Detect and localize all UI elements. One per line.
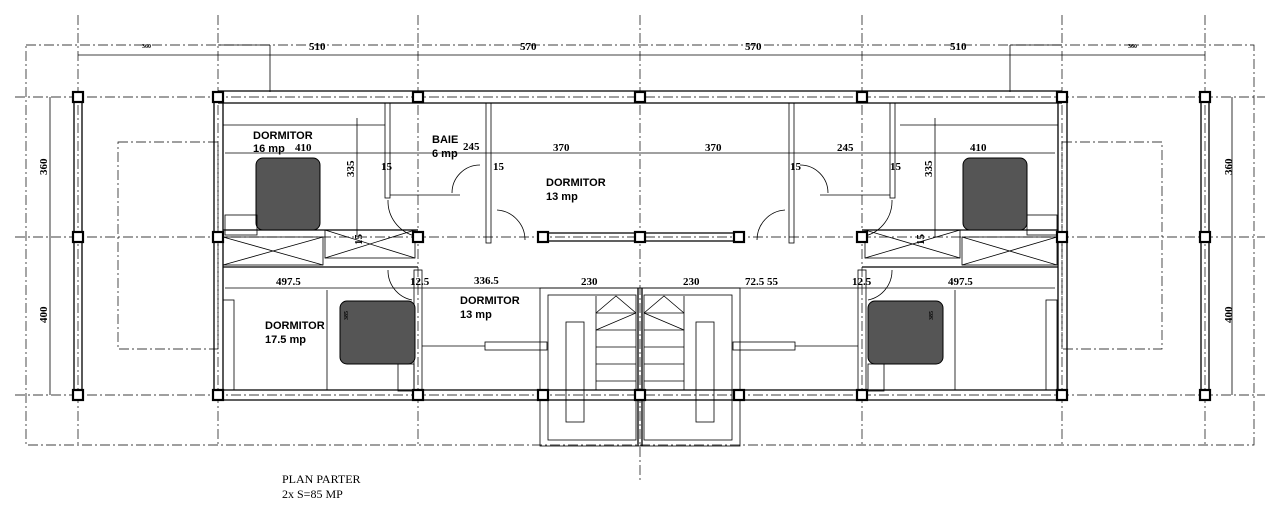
room-area: 16 mp bbox=[253, 143, 285, 155]
wardrobes bbox=[222, 229, 1058, 266]
dim-inner: 410 bbox=[970, 142, 987, 154]
dim-inner: 230 bbox=[581, 276, 598, 288]
dim-inner: 72.5 55 bbox=[745, 276, 779, 288]
dim-right: 360 bbox=[1223, 158, 1235, 175]
dim-inner: 15 bbox=[915, 234, 927, 246]
structural-columns bbox=[71, 90, 1212, 402]
room-area: 6 mp bbox=[432, 148, 458, 160]
dim-inner: 385 bbox=[344, 311, 350, 320]
dim-inner: 335 bbox=[345, 160, 357, 177]
room-area: 13 mp bbox=[546, 191, 578, 203]
room-area: 13 mp bbox=[460, 309, 492, 321]
dim-inner: 410 bbox=[295, 142, 312, 154]
dim-inner: 15 bbox=[890, 161, 902, 173]
dim-top: 360 bbox=[1128, 44, 1137, 50]
beds bbox=[224, 157, 1058, 392]
dim-inner: 15 bbox=[790, 161, 802, 173]
staircase bbox=[539, 287, 741, 447]
dim-inner: 497.5 bbox=[276, 276, 301, 288]
doors bbox=[387, 164, 893, 301]
plan-title: PLAN PARTER bbox=[282, 472, 361, 486]
bed-icon bbox=[255, 157, 321, 231]
plan-area: 2x S=85 MP bbox=[282, 487, 343, 501]
dim-inner: 15 bbox=[493, 161, 505, 173]
room-name: DORMITOR bbox=[460, 295, 520, 307]
grid-axes bbox=[15, 15, 1265, 480]
dim-left: 400 bbox=[38, 306, 50, 323]
bed-icon bbox=[962, 157, 1028, 231]
dim-top: 510 bbox=[309, 41, 326, 53]
dim-inner: 335 bbox=[923, 160, 935, 177]
room-labels: DORMITOR 16 mp BAIE 6 mp DORMITOR 13 mp … bbox=[253, 130, 606, 346]
dim-inner: 230 bbox=[683, 276, 700, 288]
dim-inner: 497.5 bbox=[948, 276, 973, 288]
dim-inner: 385 bbox=[929, 311, 935, 320]
room-name: DORMITOR bbox=[546, 177, 606, 189]
dim-right: 400 bbox=[1223, 306, 1235, 323]
dim-top: 570 bbox=[745, 41, 762, 53]
dim-inner: 245 bbox=[837, 142, 854, 154]
room-name: DORMITOR bbox=[265, 320, 325, 332]
dim-top: 510 bbox=[950, 41, 967, 53]
dim-inner: 245 bbox=[463, 141, 480, 153]
dim-inner: 12.5 bbox=[852, 276, 872, 288]
dim-inner: 15 bbox=[353, 234, 365, 246]
dim-inner: 15 bbox=[381, 161, 393, 173]
room-name: DORMITOR bbox=[253, 130, 313, 142]
dim-inner: 336.5 bbox=[474, 275, 499, 287]
dim-inner: 370 bbox=[705, 142, 722, 154]
room-name: BAIE bbox=[432, 134, 458, 146]
dim-inner: 12.5 bbox=[410, 276, 430, 288]
room-area: 17.5 mp bbox=[265, 334, 306, 346]
dimension-lines bbox=[49, 44, 1233, 395]
dimension-labels: 360 510 570 570 510 360 360 400 360 400 … bbox=[38, 41, 1235, 323]
dim-top: 360 bbox=[142, 44, 151, 50]
dim-inner: 370 bbox=[553, 142, 570, 154]
dim-left: 360 bbox=[38, 158, 50, 175]
dim-top: 570 bbox=[520, 41, 537, 53]
bed-icon bbox=[339, 300, 416, 365]
bed-icon bbox=[867, 300, 944, 365]
